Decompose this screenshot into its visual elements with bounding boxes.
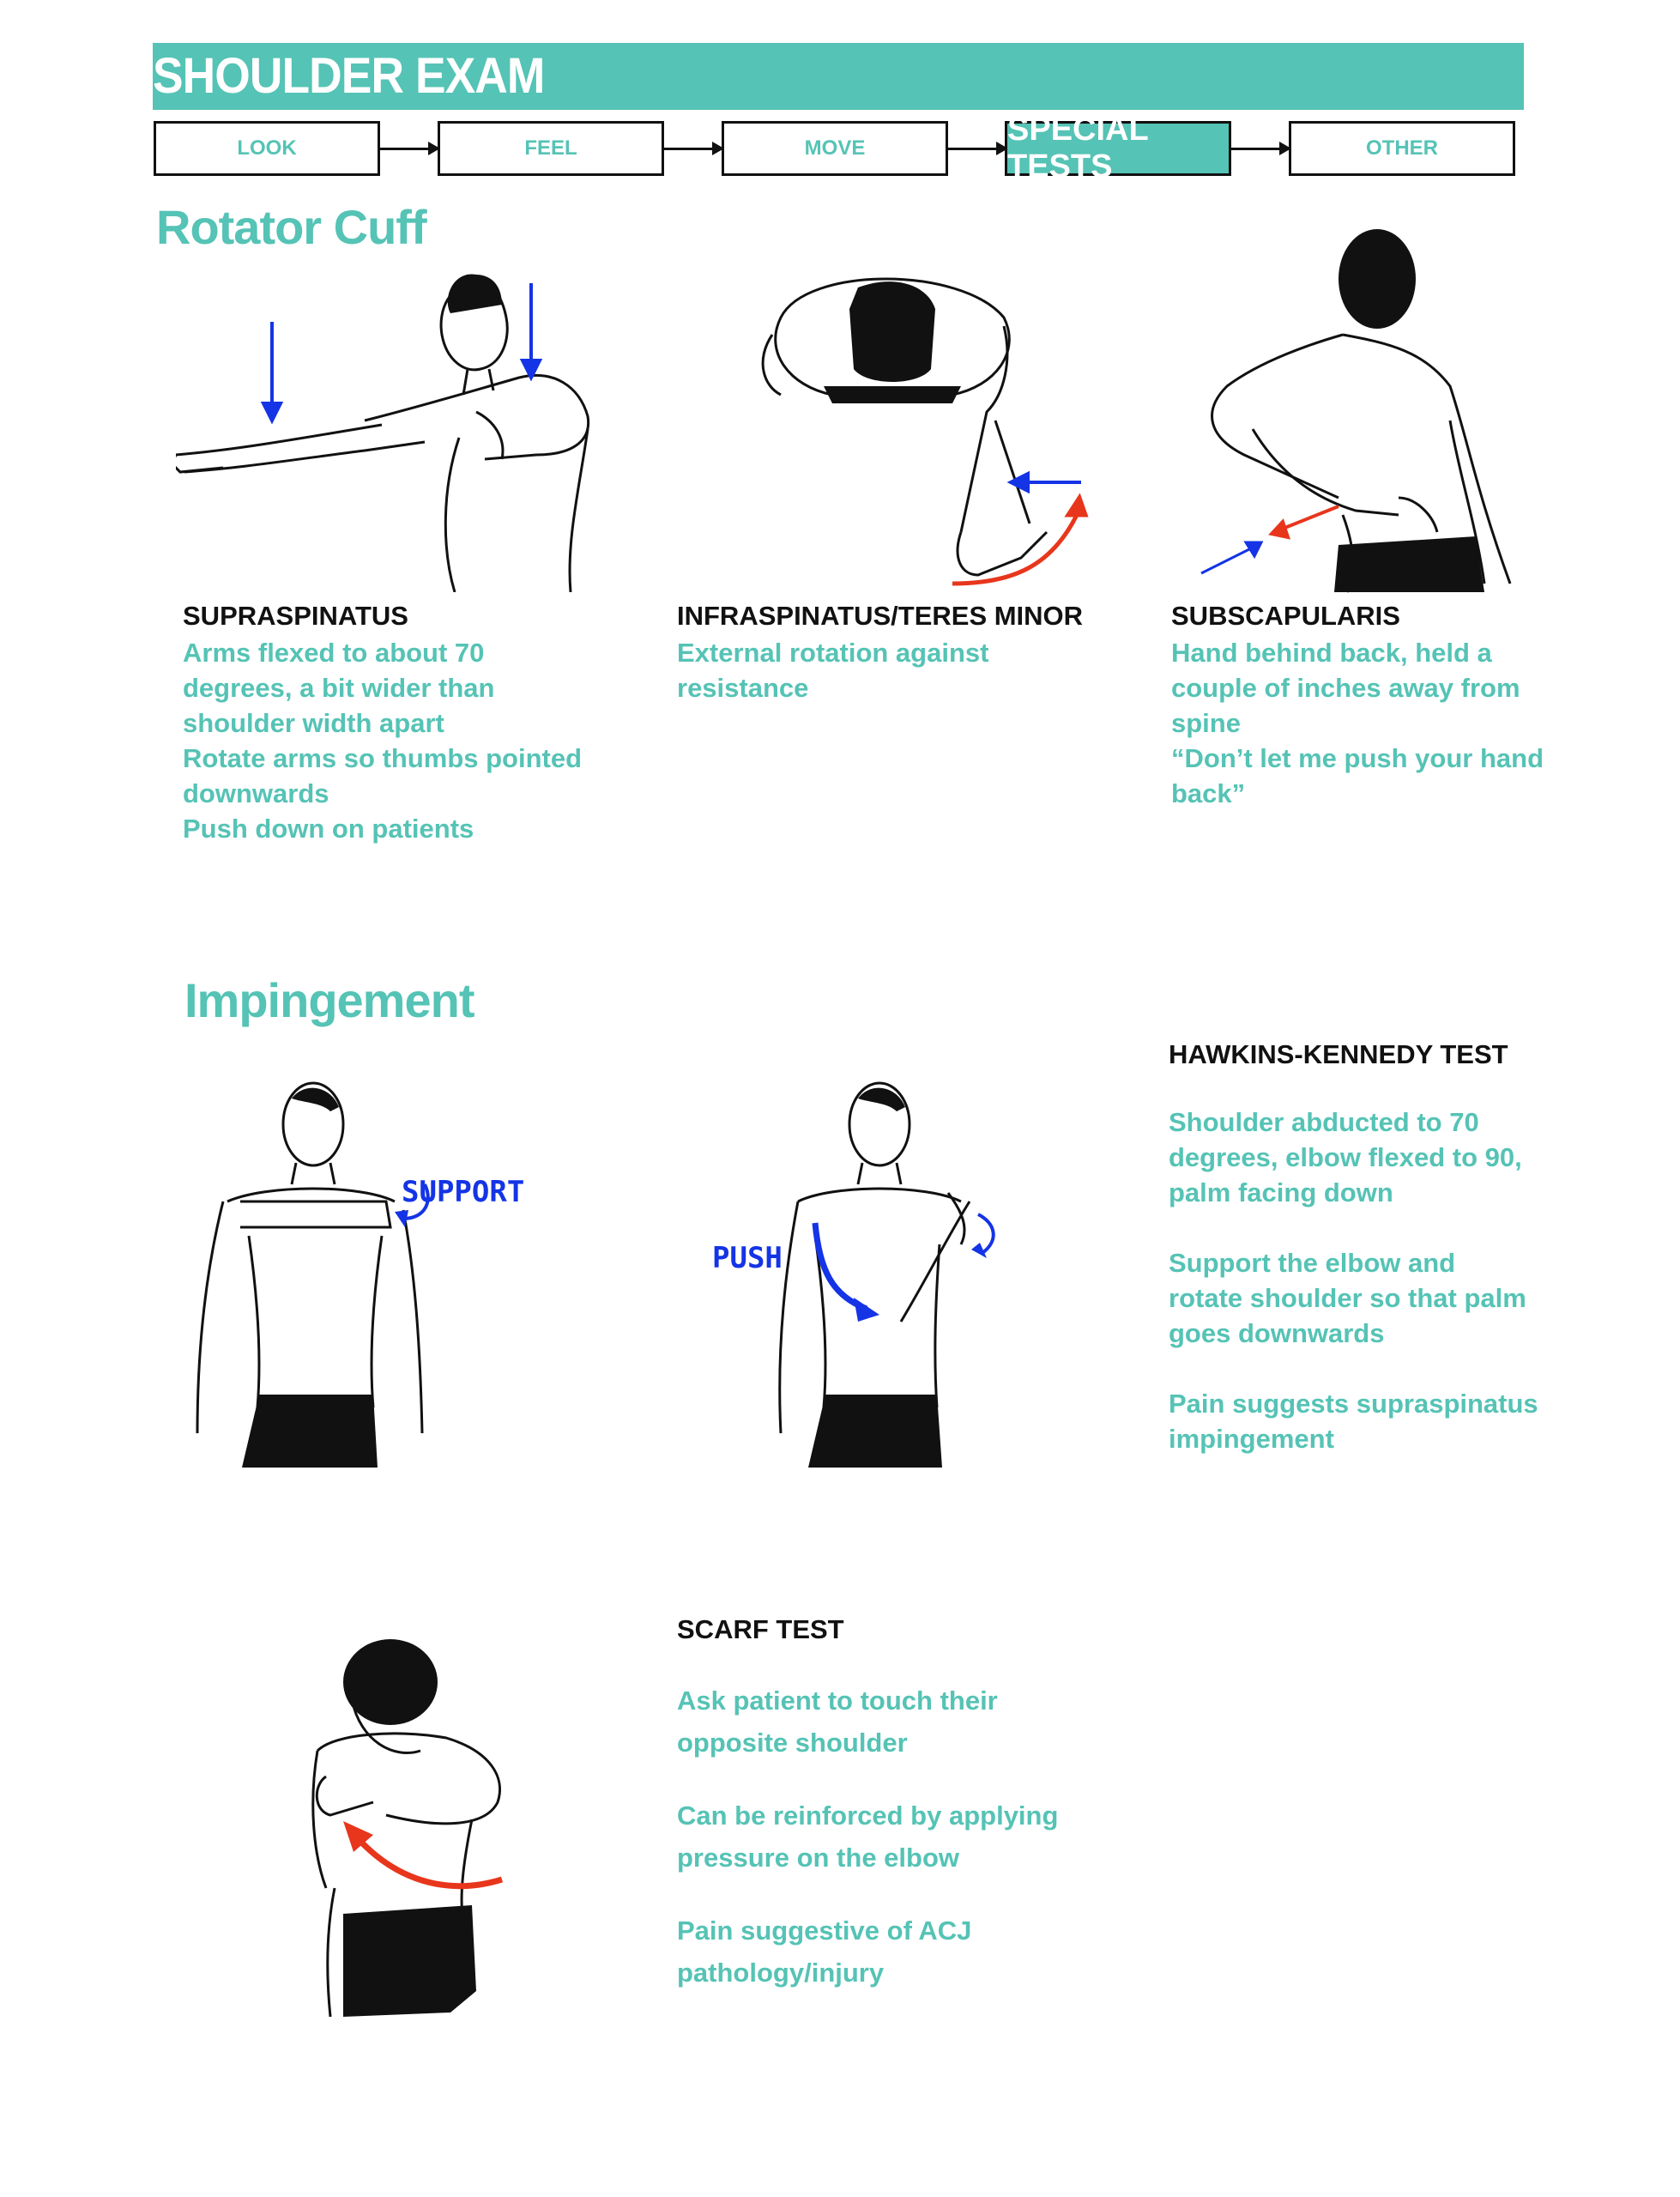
- scarf-line: Pain suggestive of ACJ: [677, 1916, 972, 1946]
- subscapularis-line: back”: [1171, 778, 1246, 808]
- nav-step-feel[interactable]: FEEL: [438, 121, 664, 176]
- subscapularis-block: SUBSCAPULARIS Hand behind back, held a c…: [1171, 601, 1652, 811]
- infraspinatus-line: resistance: [677, 673, 809, 703]
- supraspinatus-line: degrees, a bit wider than: [183, 673, 495, 703]
- nav-step-other[interactable]: OTHER: [1289, 121, 1515, 176]
- nav-step-look[interactable]: LOOK: [154, 121, 380, 176]
- scarf-test-block: SCARF TEST Ask patient to touch their op…: [677, 1614, 1209, 1994]
- hawkins-line: palm facing down: [1169, 1177, 1393, 1207]
- hawkins-line: degrees, elbow flexed to 90,: [1169, 1142, 1522, 1172]
- nav-arrow: [380, 142, 440, 155]
- scarf-line: opposite shoulder: [677, 1728, 908, 1758]
- supraspinatus-line: Push down on patients: [183, 814, 474, 844]
- subscapularis-line: “Don’t let me push your hand: [1171, 743, 1544, 773]
- supraspinatus-line: Arms flexed to about 70: [183, 638, 485, 668]
- push-label: PUSH: [712, 1241, 783, 1275]
- hawkins-kennedy-block: HAWKINS-KENNEDY TEST Shoulder abducted t…: [1169, 1039, 1666, 1456]
- hawkins-kennedy-heading: HAWKINS-KENNEDY TEST: [1169, 1039, 1508, 1069]
- supraspinatus-block: SUPRASPINATUS Arms flexed to about 70 de…: [183, 601, 629, 846]
- nav-arrow: [1231, 142, 1291, 155]
- hawkins-line: Pain suggests supraspinatus: [1169, 1389, 1538, 1419]
- scarf-line: Can be reinforced by applying: [677, 1801, 1059, 1831]
- subscapularis-heading: SUBSCAPULARIS: [1171, 601, 1400, 631]
- rotator-cuff-title: Rotator Cuff: [156, 200, 427, 254]
- scarf-line: pathology/injury: [677, 1958, 885, 1988]
- subscapularis-line: spine: [1171, 708, 1241, 738]
- supraspinatus-line: shoulder width apart: [183, 708, 444, 738]
- page-title: SHOULDER EXAM: [153, 48, 545, 104]
- hawkins-line: Shoulder abducted to 70: [1169, 1107, 1479, 1137]
- supraspinatus-figure: [176, 249, 639, 592]
- support-label: SUPPORT: [402, 1175, 524, 1209]
- infraspinatus-heading: INFRASPINATUS/TERES MINOR: [677, 601, 1084, 631]
- nav-arrow: [664, 142, 724, 155]
- supraspinatus-heading: SUPRASPINATUS: [183, 601, 408, 631]
- infraspinatus-line: External rotation against: [677, 638, 989, 668]
- scarf-test-figure: [300, 1631, 532, 2025]
- infraspinatus-figure: [755, 257, 1098, 601]
- impingement-support-figure: SUPPORT: [189, 1073, 532, 1468]
- hawkins-line: Support the elbow and: [1169, 1248, 1456, 1278]
- impingement-push-figure: PUSH: [704, 1073, 1047, 1468]
- supraspinatus-line: downwards: [183, 778, 329, 808]
- page-title-banner: SHOULDER EXAM: [153, 43, 1524, 110]
- impingement-title: Impingement: [184, 973, 474, 1027]
- supraspinatus-line: Rotate arms so thumbs pointed: [183, 743, 583, 773]
- subscapularis-figure: [1193, 215, 1536, 601]
- scarf-test-heading: SCARF TEST: [677, 1614, 844, 1644]
- subscapularis-line: Hand behind back, held a: [1171, 638, 1492, 668]
- hawkins-line: impingement: [1169, 1424, 1334, 1454]
- infraspinatus-block: INFRASPINATUS/TERES MINOR External rotat…: [677, 601, 1123, 705]
- scarf-line: pressure on the elbow: [677, 1843, 960, 1873]
- nav-arrow: [948, 142, 1008, 155]
- subscapularis-line: couple of inches away from: [1171, 673, 1520, 703]
- hawkins-line: goes downwards: [1169, 1318, 1385, 1348]
- nav-step-move[interactable]: MOVE: [722, 121, 948, 176]
- hawkins-line: rotate shoulder so that palm: [1169, 1283, 1526, 1313]
- nav-step-special-tests[interactable]: SPECIAL TESTS: [1005, 112, 1231, 185]
- scarf-line: Ask patient to touch their: [677, 1686, 998, 1716]
